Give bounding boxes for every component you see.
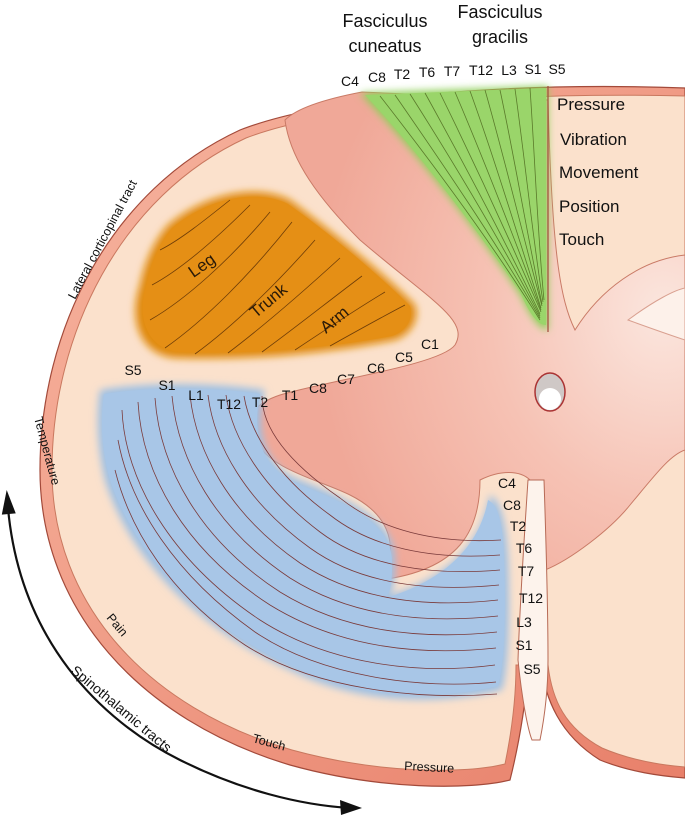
anterior-segment-label: C8 xyxy=(503,497,521,513)
anterior-segment-label: T6 xyxy=(516,540,533,556)
corticospinal-segment-label: S5 xyxy=(124,362,141,378)
cuneatus-line2: cuneatus xyxy=(348,36,421,56)
dorsal-segment-label: T2 xyxy=(394,66,411,82)
corticospinal-segment-label: L1 xyxy=(188,387,204,403)
anterior-segment-label: T2 xyxy=(510,518,527,534)
dorsal-segment-label: T6 xyxy=(419,64,436,80)
modality-label: Pressure xyxy=(557,95,625,114)
corticospinal-segment-labels: S5 S1 L1 T12 T2 T1 C8 C7 C6 C5 C1 xyxy=(124,336,439,412)
anterior-segment-label: T7 xyxy=(518,563,535,579)
modality-label: Movement xyxy=(559,163,639,182)
corticospinal-segment-label: C7 xyxy=(337,371,355,387)
corticospinal-segment-label: T1 xyxy=(282,387,299,403)
spinothalamic-arrow xyxy=(1,490,362,815)
modality-label: Vibration xyxy=(560,130,627,149)
fasciculus-gracilis-header: Fasciculus gracilis xyxy=(457,2,542,47)
corticospinal-segment-label: C5 xyxy=(395,349,413,365)
modality-label: Touch xyxy=(559,230,604,249)
corticospinal-segment-label: C8 xyxy=(309,380,327,396)
dorsal-segment-label: T12 xyxy=(469,62,493,78)
corticospinal-segment-label: S1 xyxy=(158,377,175,393)
dorsal-segment-label: S1 xyxy=(524,61,541,77)
dorsal-segment-label: S5 xyxy=(548,61,565,77)
corticospinal-region xyxy=(135,192,417,359)
fasciculus-gracilis-region xyxy=(360,86,549,332)
corticospinal-segment-label: T12 xyxy=(217,396,241,412)
dorsal-segment-labels: C4 C8 T2 T6 T7 T12 L3 S1 S5 xyxy=(341,61,566,89)
gracilis-line2: gracilis xyxy=(472,27,528,47)
fasciculus-cuneatus-header: Fasciculus cuneatus xyxy=(342,11,427,56)
modality-label: Position xyxy=(559,197,619,216)
anterior-segment-label: S5 xyxy=(523,661,540,677)
modality-list: Pressure Vibration Movement Position Tou… xyxy=(557,95,639,249)
gracilis-line1: Fasciculus xyxy=(457,2,542,22)
corticospinal-segment-label: C6 xyxy=(367,360,385,376)
dorsal-segment-label: T7 xyxy=(444,63,461,79)
central-canal xyxy=(534,372,566,412)
anterior-segment-label: C4 xyxy=(498,475,516,491)
anterior-median-fissure xyxy=(517,479,549,741)
spinothalamic-label-pressure: Pressure xyxy=(404,759,455,776)
dorsal-segment-label: L3 xyxy=(501,62,517,78)
anterior-segment-label: S1 xyxy=(515,637,532,653)
dorsal-segment-label: C4 xyxy=(341,73,359,89)
anterior-segment-label: L3 xyxy=(516,614,532,630)
anterior-segment-labels: C4 C8 T2 T6 T7 T12 L3 S1 S5 xyxy=(498,475,543,677)
corticospinal-segment-label: T2 xyxy=(252,394,269,410)
spinothalamic-region xyxy=(97,384,509,700)
dorsal-segment-label: C8 xyxy=(368,69,386,85)
anterior-segment-label: T12 xyxy=(519,590,543,606)
ventral-horn-notch xyxy=(626,287,685,341)
corticospinal-segment-label: C1 xyxy=(421,336,439,352)
cuneatus-line1: Fasciculus xyxy=(342,11,427,31)
